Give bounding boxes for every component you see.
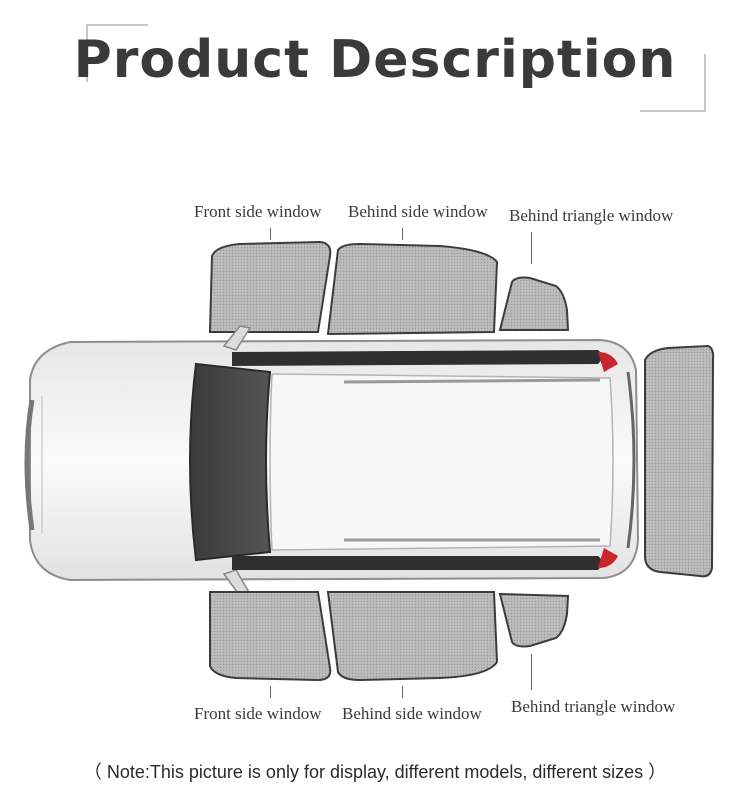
title-bracket-top-left xyxy=(86,24,148,82)
top-behind-triangle-window-shade xyxy=(498,276,570,331)
top-front-label-tick xyxy=(270,228,271,240)
top-behind-label-tick xyxy=(402,228,403,240)
top-behind-side-window-label: Behind side window xyxy=(348,202,488,221)
top-front-side-window-label: Front side window xyxy=(194,202,322,221)
bottom-front-side-window-label: Front side window xyxy=(194,704,322,723)
bottom-behind-triangle-window-label: Behind triangle window xyxy=(511,697,676,716)
display-note: （ Note:This picture is only for display,… xyxy=(83,762,667,782)
top-behind-side-window-shade xyxy=(326,242,499,336)
top-front-side-window-shade xyxy=(208,240,332,333)
bottom-behind-side-window-label: Behind side window xyxy=(342,704,482,723)
top-triangle-label-tick xyxy=(531,232,532,264)
bottom-behind-triangle-window-shade xyxy=(498,592,570,648)
car-top-view xyxy=(24,325,640,597)
bottom-front-label-tick xyxy=(270,686,271,698)
bottom-behind-label-tick xyxy=(402,686,403,698)
bottom-behind-side-window-shade xyxy=(326,591,499,682)
bottom-front-side-window-shade xyxy=(209,591,332,682)
page-title: Product Description xyxy=(73,30,677,90)
bottom-triangle-label-tick xyxy=(531,654,532,690)
rear-window-shade xyxy=(644,344,715,578)
title-area: Product Description xyxy=(0,0,750,120)
title-bracket-bottom-right xyxy=(640,54,706,112)
top-behind-triangle-window-label: Behind triangle window xyxy=(509,206,674,225)
